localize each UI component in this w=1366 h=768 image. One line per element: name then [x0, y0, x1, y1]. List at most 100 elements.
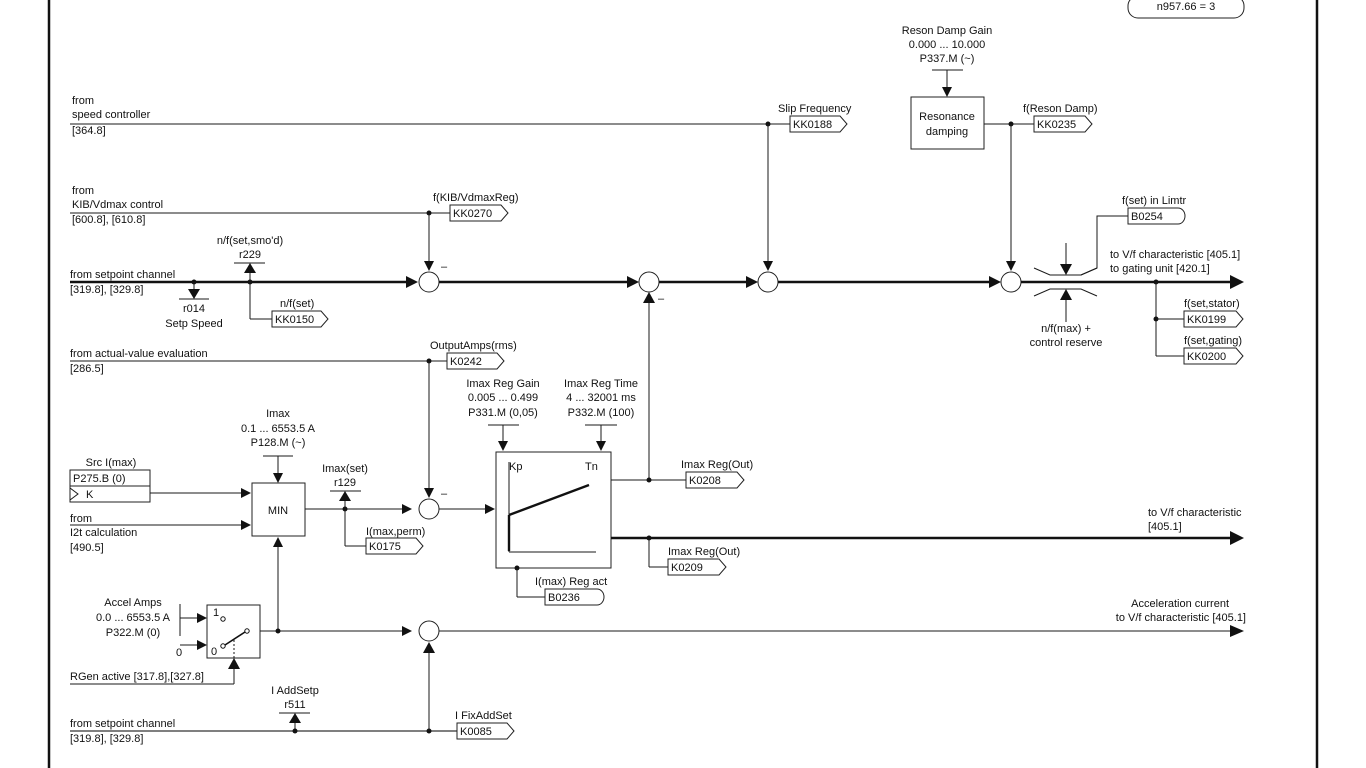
connector-title: f(KIB/VdmaxReg): [433, 192, 519, 204]
connector-title: f(set,stator): [1184, 298, 1240, 310]
input-label: I2t calculation: [70, 527, 137, 539]
param-range: 0.1 ... 6553.5 A: [241, 423, 316, 435]
min-block[interactable]: MIN: [251, 482, 306, 537]
minus-sign: –: [441, 261, 448, 273]
svg-text:1: 1: [213, 607, 219, 619]
pi-controller-block[interactable]: Kp Tn: [495, 451, 612, 569]
summing-point: [418, 620, 440, 642]
svg-text:KK0199: KK0199: [1187, 314, 1226, 326]
param-name: Accel Amps: [104, 597, 162, 609]
input-label: from: [72, 95, 94, 107]
output-label: to gating unit [420.1]: [1110, 263, 1210, 275]
svg-text:K0085: K0085: [460, 726, 492, 738]
arrow-head: [643, 292, 655, 303]
input-reference: [319.8], [329.8]: [70, 733, 143, 745]
summing-point: [757, 271, 779, 293]
param-name: Reson Damp Gain: [902, 25, 993, 37]
svg-text:B0254: B0254: [1131, 211, 1163, 223]
display-r511[interactable]: r511: [284, 699, 305, 711]
switch-block[interactable]: 1 0: [206, 604, 261, 659]
param-id[interactable]: P332.M (100): [568, 407, 635, 419]
connector-kk0270[interactable]: KK0270: [449, 204, 509, 222]
connector-kk0235[interactable]: KK0235: [1033, 115, 1093, 133]
connector-title: Imax Reg(Out): [681, 459, 753, 471]
connector-title: f(Reson Damp): [1023, 103, 1098, 115]
svg-text:B0236: B0236: [548, 592, 580, 604]
output-label: [405.1]: [1148, 521, 1182, 533]
svg-text:0: 0: [211, 646, 217, 658]
arrow-head: [989, 276, 1001, 288]
connector-b0236[interactable]: B0236: [544, 588, 605, 606]
param-name: Src I(max): [86, 457, 137, 469]
svg-text:KK0270: KK0270: [453, 208, 492, 220]
junction-dot: [646, 477, 652, 483]
display-r129[interactable]: r129: [334, 477, 356, 489]
input-label: speed controller: [72, 109, 151, 121]
param-range: 0.005 ... 0.499: [468, 392, 538, 404]
connector-title: I(max) Reg act: [535, 576, 607, 588]
display-r014[interactable]: r014: [183, 303, 205, 315]
output-label: to V/f characteristic: [1148, 507, 1242, 519]
resonance-damping-block[interactable]: Resonance damping: [910, 96, 985, 150]
connector-kk0199[interactable]: KK0199: [1183, 310, 1244, 328]
connector-title: I(max,perm): [366, 526, 425, 538]
input-reference: [600.8], [610.8]: [72, 214, 145, 226]
summing-point: [418, 498, 440, 520]
connector-b0254[interactable]: B0254: [1127, 207, 1186, 225]
svg-text:Kp: Kp: [509, 461, 522, 473]
connector-k0208[interactable]: K0208: [685, 471, 745, 489]
limiter-symbol[interactable]: [1033, 215, 1128, 322]
source-selector-p275[interactable]: P275.B (0) K: [69, 469, 151, 503]
param-id[interactable]: P331.M (0,05): [468, 407, 538, 419]
connector-title: I FixAddSet: [455, 710, 512, 722]
svg-text:K0242: K0242: [450, 356, 482, 368]
svg-text:K0209: K0209: [671, 562, 703, 574]
connector-k0175[interactable]: K0175: [365, 537, 424, 555]
svg-text:Resonance: Resonance: [919, 111, 975, 123]
arrow-head: [339, 491, 351, 501]
connector-k0242[interactable]: K0242: [446, 352, 505, 370]
sheet-reference-text: n957.66 = 3: [1157, 1, 1215, 13]
param-id[interactable]: P128.M (~): [251, 437, 306, 449]
connector-k0085[interactable]: K0085: [456, 722, 515, 740]
svg-text:KK0188: KK0188: [793, 119, 832, 131]
input-label: KIB/Vdmax control: [72, 199, 163, 211]
output-label: Acceleration current: [1131, 598, 1229, 610]
svg-text:KK0150: KK0150: [275, 314, 314, 326]
arrow-head: [289, 713, 301, 723]
param-id[interactable]: P322.M (0): [106, 627, 160, 639]
output-arrow: [1230, 625, 1244, 637]
connector-kk0150[interactable]: KK0150: [271, 310, 329, 328]
output-label: to V/f characteristic [405.1]: [1116, 612, 1246, 624]
svg-text:KK0235: KK0235: [1037, 119, 1076, 131]
connector-k0209[interactable]: K0209: [667, 558, 727, 576]
input-label: RGen active [317.8],[327.8]: [70, 671, 204, 683]
connector-kk0188[interactable]: KK0188: [789, 115, 848, 133]
connector-title: n/f(set): [280, 298, 314, 310]
display-name: I AddSetp: [271, 685, 319, 697]
connector-title: Slip Frequency: [778, 103, 852, 115]
arrow-head: [228, 658, 240, 669]
input-reference: [286.5]: [70, 363, 104, 375]
input-reference: [319.8], [329.8]: [70, 284, 143, 296]
svg-text:K0175: K0175: [369, 541, 401, 553]
connector-kk0200[interactable]: KK0200: [1183, 347, 1244, 365]
input-reference: [364.8]: [72, 125, 106, 137]
limiter-label: n/f(max) +: [1041, 323, 1091, 335]
sheet-reference-badge: n957.66 = 3: [1127, 0, 1245, 19]
display-r229[interactable]: r229: [239, 249, 261, 261]
param-id[interactable]: P337.M (~): [920, 53, 975, 65]
input-label: from setpoint channel: [70, 269, 175, 281]
junction-dot: [292, 728, 298, 734]
param-range: 0.000 ... 10.000: [909, 39, 985, 51]
connector-title: f(set) in Limtr: [1122, 195, 1187, 207]
svg-text:MIN: MIN: [268, 505, 288, 517]
summing-point: [638, 271, 660, 293]
param-name: Imax Reg Time: [564, 378, 638, 390]
arrow-head: [627, 276, 639, 288]
arrow-head: [423, 642, 435, 653]
input-label: from: [72, 185, 94, 197]
arrow-head: [188, 289, 200, 299]
input-label: from actual-value evaluation: [70, 348, 208, 360]
